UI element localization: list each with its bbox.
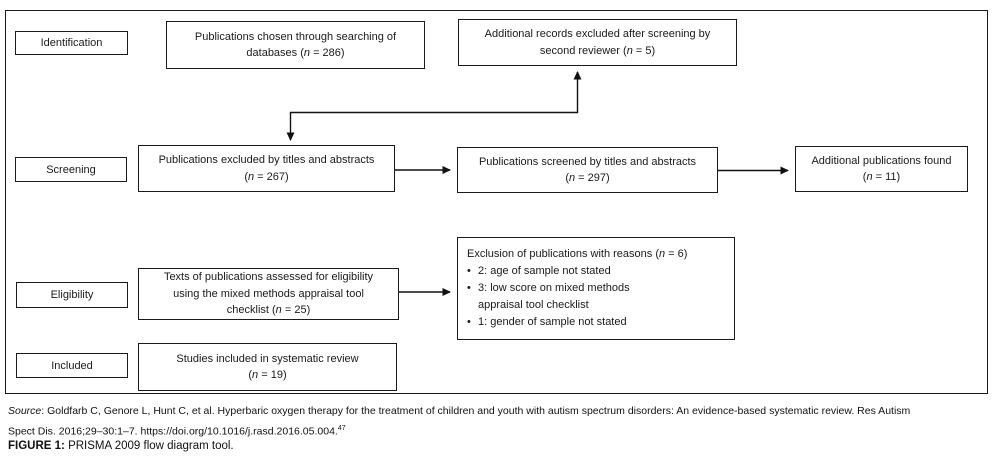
exclusion-bullet: 3: low score on mixed methods appraisal … <box>467 280 667 314</box>
box-text-line: Publications excluded by titles and abst… <box>158 154 375 166</box>
box-text-line: (n = 267) <box>244 170 289 183</box>
diagram-outer-border <box>5 10 988 394</box>
box-text-line: databases (n = 286) <box>246 47 345 59</box>
source-citation-line-2: Spect Dis. 2016;29–30:1–7. https://doi.o… <box>8 420 992 441</box>
exclusion-bullet: 1: gender of sample not stated <box>467 314 667 331</box>
box-text-line: Studies included in systematic review <box>176 352 359 365</box>
stage-label-eligibility: Eligibility <box>16 282 128 308</box>
source-citation: Source: Goldfarb C, Genore L, Hunt C, et… <box>8 403 992 441</box>
figure-caption-label: FIGURE 1: <box>8 440 65 452</box>
box-text-line: (n = 19) <box>248 369 287 381</box>
stage-label-included: Included <box>16 353 128 378</box>
exclusion-bullet: 2: age of sample not stated <box>467 263 667 280</box>
stage-label-text: Included <box>51 359 93 372</box>
source-text: : Goldfarb C, Genore L, Hunt C, et al. H… <box>41 405 911 417</box>
box-text-line: Texts of publications assessed for eligi… <box>163 271 374 284</box>
source-citation-line-1: Source: Goldfarb C, Genore L, Hunt C, et… <box>8 403 992 420</box>
exclusion-bullet-list: 2: age of sample not stated 3: low score… <box>467 263 728 331</box>
box-text-line: Publications screened by titles and abst… <box>478 155 697 168</box>
box-text-line: (n = 11) <box>862 171 901 183</box>
box-exclusion-reasons: Exclusion of publications with reasons (… <box>457 237 735 340</box>
source-text: Spect Dis. 2016;29–30:1–7. https://doi.o… <box>8 425 338 438</box>
box-text-line: Additional publications found <box>811 154 952 167</box>
box-publications-excluded-titles-abstracts: Publications excluded by titles and abst… <box>138 145 395 192</box>
box-additional-publications-found: Additional publications found (n = 11) <box>795 146 968 192</box>
figure-caption: FIGURE 1: PRISMA 2009 flow diagram tool. <box>8 440 234 452</box>
stage-label-text: Screening <box>46 163 96 176</box>
box-text-line: second reviewer (n = 5) <box>539 44 656 57</box>
box-records-excluded-second-reviewer: Additional records excluded after screen… <box>458 19 737 66</box>
box-text-line: (n = 297) <box>565 172 610 184</box>
exclusion-title: Exclusion of publications with reasons (… <box>467 248 688 260</box>
figure-caption-title: PRISMA 2009 flow diagram tool. <box>68 440 234 452</box>
stage-label-screening: Screening <box>15 157 127 182</box>
box-text-line: Publications chosen through searching of <box>194 30 397 43</box>
box-text-line: Additional records excluded after screen… <box>484 28 711 40</box>
reference-superscript: 47 <box>337 425 346 432</box>
box-text-line: using the mixed methods appraisal tool <box>173 287 364 300</box>
stage-label-identification: Identification <box>15 31 128 55</box>
box-publications-screened-titles-abstracts: Publications screened by titles and abst… <box>457 147 718 193</box>
box-studies-included: Studies included in systematic review (n… <box>138 343 397 391</box>
box-publications-searched: Publications chosen through searching of… <box>166 21 425 69</box>
box-text-line: checklist (n = 25) <box>226 304 311 317</box>
source-label: Source <box>8 405 42 417</box>
stage-label-text: Eligibility <box>50 289 94 301</box>
stage-label-text: Identification <box>40 37 103 49</box>
box-texts-assessed-eligibility: Texts of publications assessed for eligi… <box>138 268 399 320</box>
